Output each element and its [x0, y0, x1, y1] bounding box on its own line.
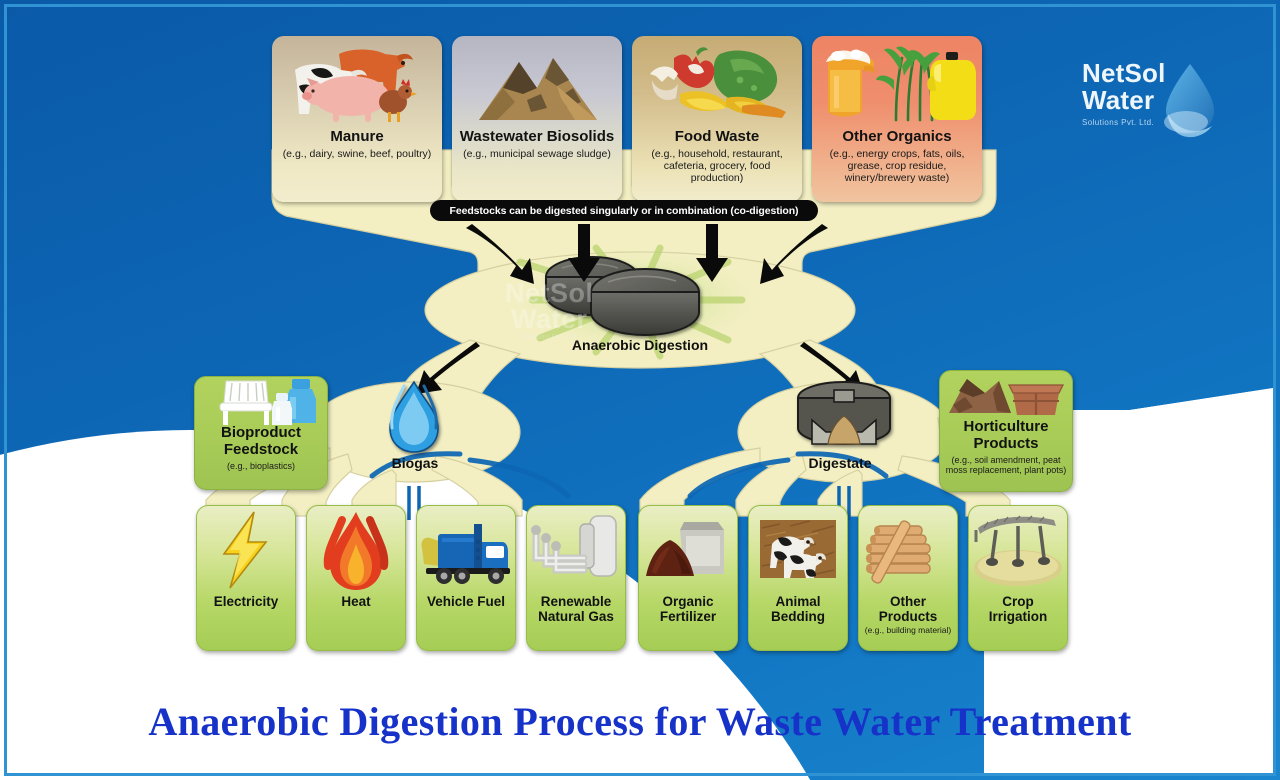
water-drop-logo-icon	[1164, 64, 1214, 138]
anaerobic-digestion-label: Anaerobic Digestion	[571, 337, 709, 353]
digester-tanks-icon	[545, 256, 700, 336]
product-title-line2: Irrigation	[988, 609, 1048, 625]
product-title-line1: Other	[889, 594, 926, 609]
beer-crops-oil-icon	[812, 36, 982, 128]
product-title-line1: Heat	[341, 594, 371, 609]
page-title: Anaerobic Digestion Process for Waste Wa…	[148, 699, 1132, 744]
feedstock-subtitle: (e.g., municipal sewage sludge)	[463, 147, 611, 160]
soil-plant-pots-icon	[940, 371, 1072, 419]
product-card-bioproduct-feedstock[interactable]: Bioproduct Feedstock (e.g., bioplastics)	[194, 376, 328, 490]
food-scraps-icon	[632, 36, 802, 128]
product-card-other-products[interactable]: Other Products (e.g., building material)	[858, 505, 958, 651]
sludge-pile-icon	[452, 36, 622, 128]
product-title-line1: Organic	[662, 594, 714, 609]
fertilizer-bag-icon	[639, 506, 737, 594]
feedstock-title: Wastewater Biosolids	[459, 128, 615, 145]
product-card-vehicle-fuel[interactable]: Vehicle Fuel	[416, 505, 516, 651]
digestate-tank-icon	[797, 381, 891, 445]
product-title-line1: Renewable	[540, 594, 612, 609]
co-digestion-banner: Feedstocks can be digested singularly or…	[430, 200, 818, 221]
product-title-line1: Crop	[1002, 594, 1034, 609]
product-title-line1: Electricity	[213, 594, 279, 609]
feedstock-title: Other Organics	[842, 128, 952, 145]
product-title-line1: Bioproduct	[221, 424, 301, 441]
gas-pipeline-icon	[527, 506, 625, 594]
product-title-line2: Fertilizer	[659, 609, 717, 625]
product-card-animal-bedding[interactable]: Animal Bedding	[748, 505, 848, 651]
feedstock-subtitle: (e.g., dairy, swine, beef, poultry)	[282, 147, 432, 160]
product-subtitle: (e.g., soil amendment, peat moss replace…	[945, 454, 1067, 476]
lumber-stack-icon	[859, 506, 957, 594]
product-title-line1: Animal	[775, 594, 821, 609]
cow-bedding-icon	[749, 506, 847, 594]
product-title-line1: Vehicle Fuel	[426, 594, 506, 609]
product-card-horticulture-products[interactable]: Horticulture Products (e.g., soil amendm…	[939, 370, 1073, 492]
lightning-bolt-icon	[197, 506, 295, 594]
logo-line1: NetSol	[1082, 58, 1166, 88]
product-title-line2: Products	[878, 609, 938, 625]
feedstock-subtitle: (e.g., household, restaurant, cafeteria,…	[651, 147, 783, 185]
product-title-line2: Natural Gas	[538, 609, 614, 625]
output-arrows	[416, 342, 864, 394]
logo-line2: Water	[1082, 85, 1155, 116]
feedstock-card-other-organics[interactable]: Other Organics (e.g., energy crops, fats…	[812, 36, 982, 202]
feedstock-card-food-waste[interactable]: Food Waste (e.g., household, restaurant,…	[632, 36, 802, 202]
feedstock-card-manure[interactable]: Manure (e.g., dairy, swine, beef, poultr…	[272, 36, 442, 202]
product-title-line2: Bedding	[771, 609, 825, 625]
product-subtitle: (e.g., bioplastics)	[226, 460, 296, 471]
flame-icon	[307, 506, 405, 594]
product-card-heat[interactable]: Heat	[306, 505, 406, 651]
blue-flame-icon	[389, 380, 439, 453]
product-card-crop-irrigation[interactable]: Crop Irrigation	[968, 505, 1068, 651]
feedstock-title: Food Waste	[674, 128, 760, 145]
product-card-renewable-natural-gas[interactable]: Renewable Natural Gas	[526, 505, 626, 651]
biogas-label: Biogas	[391, 455, 439, 471]
product-card-organic-fertilizer[interactable]: Organic Fertilizer	[638, 505, 738, 651]
product-title-line2: Products	[973, 434, 1039, 452]
feedstock-title: Manure	[330, 128, 384, 145]
plastic-chair-bottles-icon	[195, 377, 327, 425]
farm-animals-icon	[272, 36, 442, 128]
logo-tagline: Solutions Pvt. Ltd.	[1082, 117, 1155, 127]
feedstock-card-wastewater-biosolids[interactable]: Wastewater Biosolids (e.g., municipal se…	[452, 36, 622, 202]
netsol-water-logo: NetSol Water Solutions Pvt. Ltd.	[1082, 58, 1262, 146]
feedstock-arrows	[466, 224, 828, 284]
irrigation-pivot-icon	[969, 506, 1067, 594]
product-title-line1: Horticulture	[963, 418, 1049, 435]
garbage-truck-icon	[417, 506, 515, 594]
product-title-line2: Feedstock	[223, 440, 299, 458]
feedstock-subtitle: (e.g., energy crops, fats, oils, grease,…	[829, 147, 965, 185]
product-subtitle: (e.g., building material)	[864, 624, 952, 635]
digestate-label: Digestate	[808, 455, 872, 471]
product-card-electricity[interactable]: Electricity	[196, 505, 296, 651]
